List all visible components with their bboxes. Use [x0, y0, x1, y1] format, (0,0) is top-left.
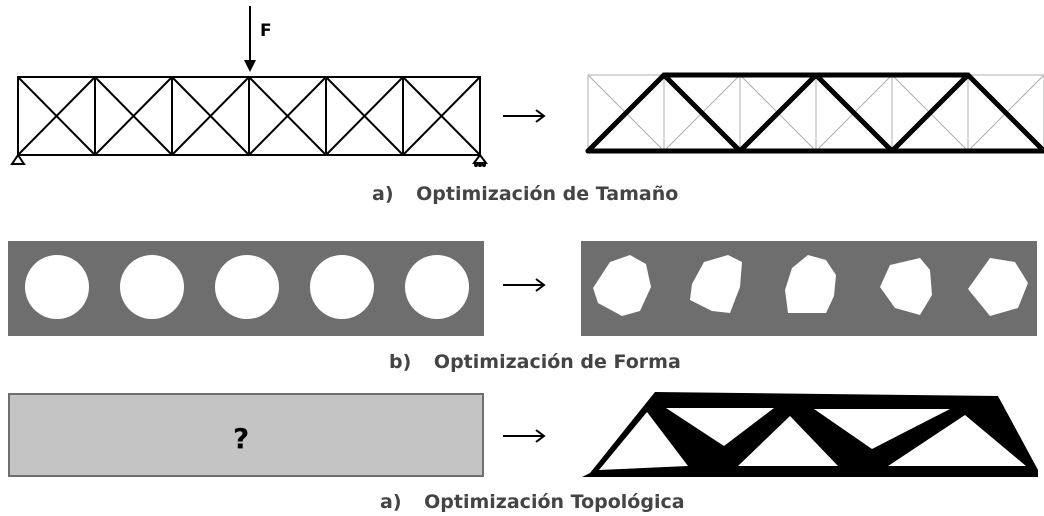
- caption-size-optimization: a) Optimización de Tamaño: [372, 183, 678, 205]
- diagonal-member: [171, 76, 250, 156]
- void: [666, 408, 774, 446]
- caption-letter: a): [372, 183, 394, 205]
- hole: [968, 258, 1028, 316]
- truss-optimized: [585, 72, 1044, 154]
- hole: [785, 255, 836, 313]
- caption-text: Optimización de Forma: [434, 351, 681, 373]
- caption-text: Optimización Topológica: [424, 491, 684, 513]
- arrow-icon: [503, 278, 546, 292]
- pin-support: [10, 153, 26, 165]
- caption-letter: b): [389, 351, 411, 373]
- hole: [215, 255, 279, 319]
- diagonal-member: [94, 76, 173, 156]
- diagonal-member: [17, 76, 96, 156]
- diagonal-member: [325, 76, 404, 156]
- diagonal-member-thick: [813, 72, 895, 154]
- hole: [690, 255, 742, 313]
- diagonal-member-thick: [965, 72, 1044, 154]
- caption-letter: a): [380, 491, 402, 513]
- diagonal-member: [402, 76, 481, 156]
- applied-force: F: [244, 6, 272, 72]
- topology-result: [582, 392, 1038, 477]
- design-domain: ?: [8, 393, 484, 477]
- void: [738, 416, 838, 466]
- arrow-icon: [503, 429, 546, 443]
- truss-original: [17, 76, 481, 156]
- hole: [880, 258, 932, 315]
- hole: [593, 255, 651, 316]
- roller-support: [472, 153, 488, 167]
- hole: [120, 255, 184, 319]
- unknown-symbol: ?: [233, 422, 249, 455]
- caption-text: Optimización de Tamaño: [416, 183, 678, 205]
- caption-topology-optimization: a) Optimización Topológica: [380, 491, 685, 513]
- hole: [25, 255, 89, 319]
- void: [888, 415, 1026, 466]
- force-label: F: [260, 21, 272, 41]
- diagonal-member-thick: [661, 72, 743, 154]
- diagonal-member-thick: [585, 72, 667, 154]
- plate-optimized: [581, 241, 1037, 336]
- diagonal-member-thick: [889, 72, 971, 154]
- void: [814, 409, 950, 449]
- void: [599, 412, 688, 470]
- hole: [405, 255, 469, 319]
- diagonal-member-thick: [737, 72, 819, 154]
- plate-original: [8, 241, 484, 336]
- arrow-icon: [503, 109, 546, 123]
- hole: [310, 255, 374, 319]
- diagonal-member: [248, 76, 327, 156]
- caption-shape-optimization: b) Optimización de Forma: [389, 351, 681, 373]
